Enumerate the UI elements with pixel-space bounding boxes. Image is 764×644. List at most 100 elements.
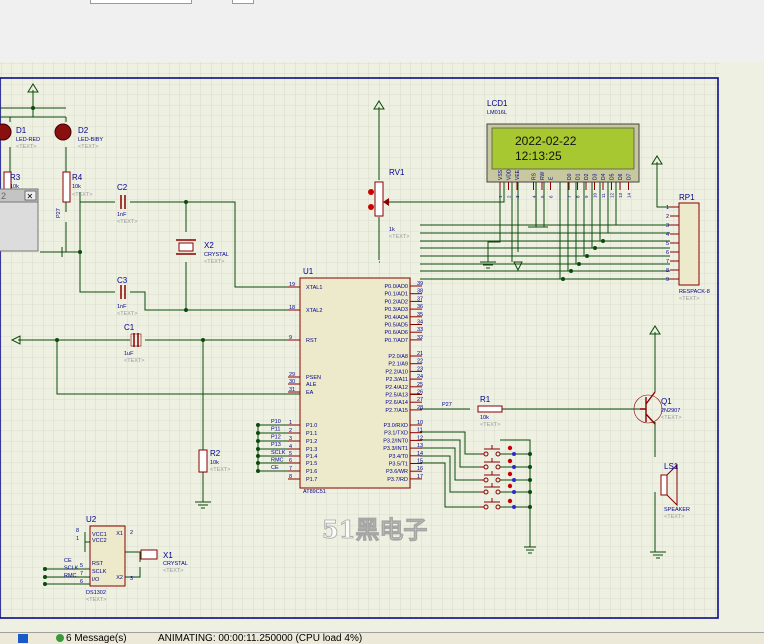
u1-pin-name: XTAL2 xyxy=(306,308,322,314)
lcd-line-2: 12:13:25 xyxy=(515,149,562,163)
u2-pin-name: VCC2 xyxy=(92,538,107,544)
u1-pin-name: P1.1 xyxy=(306,431,317,437)
u2-pin-number: 2 xyxy=(130,530,133,536)
u1-pin-name: P0.2/AD2 xyxy=(384,299,408,305)
toolbar-combo-1[interactable] xyxy=(90,0,192,4)
lcd-module[interactable]: LCD1 LM016L 2022-02-22 12:13:25 VSS1VDD2… xyxy=(486,99,640,198)
lcd-pin-name: D1 xyxy=(576,173,582,180)
u1-pin-number: 2 xyxy=(289,428,292,434)
u1-pin-number: 31 xyxy=(289,387,295,393)
u1-pin-name: P3.3/INT1 xyxy=(383,446,408,452)
u1-pin-number: 32 xyxy=(417,335,423,341)
rp1-pin-number: 1 xyxy=(666,205,669,211)
child-window[interactable]: 2 ✕ xyxy=(0,188,39,252)
p1-net-label: P13 xyxy=(271,442,281,448)
u2-pin-name: I/O xyxy=(92,577,100,583)
u1-pin-name: P0.6/AD6 xyxy=(384,330,408,336)
u2-pin-number: 1 xyxy=(76,536,79,542)
capacitor-c2[interactable]: C2 1nF <TEXT> xyxy=(117,183,137,225)
u1-pin-number: 25 xyxy=(417,382,423,388)
u1-pin-name: P3.2/INT0 xyxy=(383,438,408,444)
u1-pin-number: 19 xyxy=(289,282,295,288)
rp1-pin-number: 7 xyxy=(666,259,669,265)
u2-pin-name: RST xyxy=(92,561,104,567)
toolbar-combo-2[interactable] xyxy=(232,0,254,4)
x2-tag: <TEXT> xyxy=(204,259,224,265)
rp1-pin-number: 9 xyxy=(666,277,669,283)
capacitor-c1[interactable]: C1 1uF <TEXT> xyxy=(124,323,144,364)
resistor-r2[interactable]: R2 10k <TEXT> xyxy=(198,449,230,473)
c2-value: 1nF xyxy=(117,212,127,218)
rv1-tag: <TEXT> xyxy=(389,234,409,240)
lcd-pin-number: 2 xyxy=(507,195,512,198)
u1-pin-number: 17 xyxy=(417,474,423,480)
u2-pin-number: 7 xyxy=(80,571,83,577)
p1-net-label: P11 xyxy=(271,427,280,433)
r2-tag: <TEXT> xyxy=(210,467,230,473)
u1-pin-number: 5 xyxy=(289,451,292,457)
capacitor-c3[interactable]: C3 1nF <TEXT> xyxy=(117,276,137,317)
crystal-x2[interactable]: X2 CRYSTAL <TEXT> xyxy=(176,239,229,265)
rp1-pin-number: 2 xyxy=(666,214,669,220)
u1-pin-name: P3.6/WR xyxy=(386,469,408,475)
d2-tag: <TEXT> xyxy=(78,144,98,150)
d1-tag: <TEXT> xyxy=(16,144,36,150)
transistor-q1[interactable]: Q1 2N2907 <TEXT> xyxy=(633,391,681,425)
c3-ref: C3 xyxy=(117,276,128,285)
button-contact xyxy=(483,451,489,457)
u1-pin-number: 38 xyxy=(417,289,423,295)
u1-pin-number: 26 xyxy=(417,390,423,396)
messages-count[interactable]: 6 Message(s) xyxy=(66,633,127,644)
u1-right-pins: 39P0.0/AD038P0.1/AD137P0.2/AD236P0.3/AD3… xyxy=(383,281,423,483)
lcd-pin-number: 3 xyxy=(515,195,520,198)
led-d1[interactable]: D1 LED-RED <TEXT> xyxy=(0,123,40,150)
q1-ref: Q1 xyxy=(661,397,672,406)
resistor-r4[interactable]: R4 10k <TEXT> P27 xyxy=(56,171,92,218)
schematic-canvas[interactable]: D1 LED-RED <TEXT> D2 LED-BIBY <TEXT> R3 … xyxy=(0,62,764,632)
r2-value: 10k xyxy=(210,460,219,466)
p1-net-label: SCLK xyxy=(271,450,286,456)
led-d2[interactable]: D2 LED-BIBY <TEXT> xyxy=(54,123,103,150)
stop-icon[interactable] xyxy=(18,634,28,643)
u1-pin-name: ALE xyxy=(306,382,317,388)
u1-pin-name: P2.4/A12 xyxy=(385,385,408,391)
speaker-ls1[interactable]: LS1 SPEAKER <TEXT> xyxy=(660,462,690,520)
u2-pin-number: 5 xyxy=(80,563,83,569)
button-indicator-icon xyxy=(507,498,513,504)
r4-value: 10k xyxy=(72,184,81,190)
potentiometer-rv1[interactable]: RV1 1k <TEXT> xyxy=(368,168,409,240)
lcd-pin-number: 12 xyxy=(610,192,615,198)
child-window-close-button[interactable] xyxy=(24,190,37,201)
messages-icon[interactable] xyxy=(56,634,64,642)
u1-pin-name: P2.1/A9 xyxy=(388,362,408,368)
u1-pin-number: 7 xyxy=(289,466,292,472)
u1-pin-name: EA xyxy=(306,390,314,396)
u1-model: AT89C51 xyxy=(303,489,326,495)
u1-pin-name: P3.1/TXD xyxy=(384,431,408,437)
rp1-ref: RP1 xyxy=(679,193,695,202)
push-buttons[interactable] xyxy=(480,445,516,510)
p1-net-label: CE xyxy=(271,465,279,471)
ground-symbols xyxy=(195,261,666,559)
u1-pin-number: 30 xyxy=(289,379,295,385)
lcd-pin-number: 7 xyxy=(567,195,572,198)
x1-ref: X1 xyxy=(163,551,173,560)
c2-tag: <TEXT> xyxy=(117,219,137,225)
resistor-r1[interactable]: R1 10k <TEXT> xyxy=(477,395,503,428)
schematic-sheet[interactable]: D1 LED-RED <TEXT> D2 LED-BIBY <TEXT> R3 … xyxy=(0,62,764,632)
button-indicator-icon xyxy=(507,445,513,451)
lcd-pin-number: 13 xyxy=(618,192,623,198)
lcd-pins: VSS1VDD2VEE3RS4RW5E6D07D18D29D310D411D51… xyxy=(498,169,633,198)
lcd-pin-name: D0 xyxy=(567,173,573,180)
rp1-pin-number: 5 xyxy=(666,241,669,247)
close-icon: ✕ xyxy=(27,192,34,201)
lcd-model: LM016L xyxy=(487,110,507,116)
crystal-x1[interactable]: X1 CRYSTAL <TEXT> xyxy=(140,549,188,574)
r3-value: 10k xyxy=(10,184,19,190)
lcd-pin-name: D2 xyxy=(584,173,590,180)
u1-pin-name: P2.3/A11 xyxy=(386,377,408,383)
rtc-u2[interactable]: U2 DS1302 <TEXT> VCC1VCC2RSTSCLKI/OX1X28… xyxy=(64,515,133,603)
